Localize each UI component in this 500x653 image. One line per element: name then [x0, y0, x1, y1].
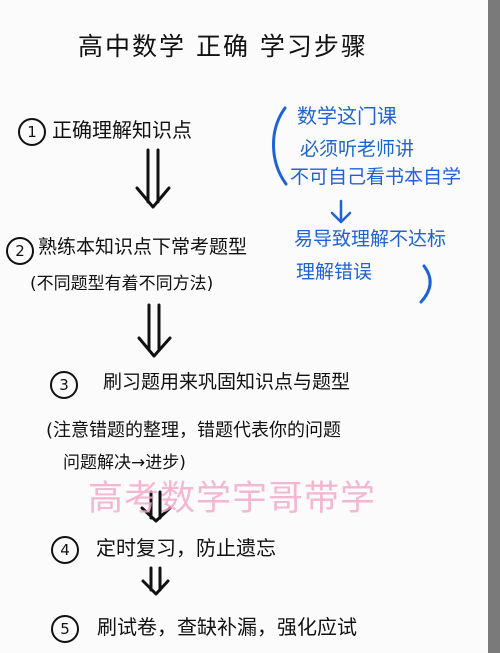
- step-3-note-line-1: (注意错题的整理，错题代表你的问题: [46, 420, 342, 441]
- step-1-text: 正确理解知识点: [52, 118, 192, 142]
- step-4-number: 4: [51, 536, 79, 564]
- notebook-page: [0, 0, 488, 653]
- step-2-text: 熟练本知识点下常考题型: [38, 236, 248, 258]
- step-1-number: 1: [18, 118, 46, 146]
- step-3-note-line-2: 问题解决→进步): [63, 453, 186, 473]
- step-3-text: 刷习题用来巩固知识点与题型: [103, 371, 351, 393]
- blue-close-parenthesis: [419, 264, 432, 304]
- step-3-number: 3: [50, 371, 78, 399]
- side-note-line-1: 数学这门课: [297, 104, 397, 128]
- step-5-text: 刷试卷，查缺补漏，强化应试: [97, 615, 357, 639]
- blue-down-arrow-icon: [330, 199, 352, 224]
- step-5-number: 5: [51, 615, 79, 643]
- step-2-note: (不同题型有着不同方法): [30, 274, 214, 294]
- blue-open-parenthesis: [272, 106, 288, 186]
- side-note-result-line-1: 易导致理解不达标: [294, 228, 447, 250]
- side-note-line-2: 必须听老师讲: [300, 138, 415, 160]
- step-2-number: 2: [6, 237, 34, 265]
- double-down-arrow-icon: [141, 566, 170, 596]
- side-note-line-3: 不可自己看书本自学: [290, 166, 462, 188]
- side-note-result-line-2: 理解错误: [296, 261, 373, 283]
- watermark: 高考数学宇哥带学: [88, 479, 377, 519]
- page-edge: [488, 0, 500, 653]
- page-title: 高中数学 正确 学习步骤: [78, 32, 368, 61]
- double-down-arrow-icon: [140, 490, 172, 523]
- step-4-text: 定时复习，防止遗忘: [96, 536, 276, 560]
- double-down-arrow-icon: [137, 303, 172, 358]
- double-down-arrow-icon: [135, 148, 171, 209]
